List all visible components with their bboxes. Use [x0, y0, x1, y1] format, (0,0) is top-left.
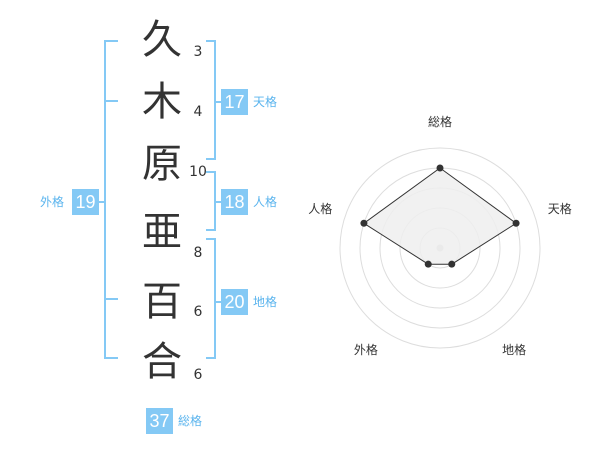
jinkaku-label: 人格: [253, 195, 278, 209]
soukaku-label: 総格: [178, 414, 203, 428]
tenkaku-label: 天格: [253, 95, 278, 109]
radar-point-1: [436, 164, 444, 172]
radar-axis-label-4: 外格: [354, 342, 378, 357]
tenkaku-value-badge: 17: [221, 89, 248, 115]
stroke-count-1: 3: [193, 44, 203, 60]
jinkaku-value-badge: 18: [221, 189, 248, 215]
radar-axis-label-1: 総格: [428, 114, 452, 129]
name-char-4: 亜: [142, 209, 182, 255]
name-char-6: 合: [142, 339, 182, 385]
radar-point-2: [512, 219, 520, 227]
name-char-3: 原: [142, 141, 182, 187]
chikaku-label: 地格: [253, 295, 278, 309]
name-char-5: 百: [142, 279, 182, 325]
radar-axis-label-3: 地格: [502, 342, 526, 357]
soukaku-value-badge: 37: [146, 408, 173, 434]
stroke-count-2: 4: [193, 104, 203, 120]
stroke-count-4: 8: [193, 245, 203, 261]
chikaku-value-badge: 20: [221, 289, 248, 315]
radar-shape: [363, 167, 517, 265]
name-char-1: 久: [142, 17, 182, 63]
name-char-2: 木: [142, 79, 182, 125]
stroke-count-5: 6: [193, 304, 203, 320]
gaikaku-label: 外格: [40, 195, 65, 209]
stroke-count-3: 10: [189, 164, 207, 180]
radar-ring-5: [339, 147, 541, 349]
radar-point-4: [424, 260, 432, 268]
gaikaku-value-badge: 19: [72, 189, 99, 215]
radar-point-3: [448, 260, 456, 268]
radar-axis-label-2: 天格: [548, 201, 572, 216]
radar-axis-label-5: 人格: [308, 201, 332, 216]
radar-point-5: [360, 219, 368, 227]
stroke-count-6: 6: [193, 367, 203, 383]
